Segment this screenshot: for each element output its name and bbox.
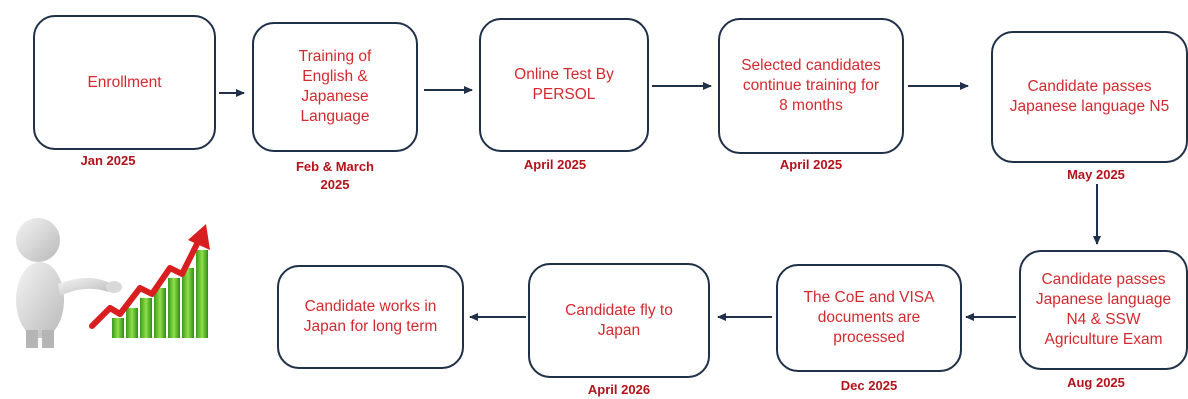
step-works-in-japan: Candidate works in Japan for long term — [277, 265, 464, 369]
step-online-test: Online Test By PERSOL — [479, 18, 649, 152]
date-coe-visa: Dec 2025 — [840, 378, 898, 393]
step-coe-visa-label: The CoE and VISA documents are processed — [803, 289, 935, 346]
step-enrollment-label: Enrollment — [87, 73, 162, 91]
date-selected-candidates: April 2025 — [779, 157, 843, 172]
date-passes-n4-ssw: Aug 2025 — [1067, 375, 1125, 390]
date-online-test: April 2025 — [523, 157, 587, 172]
presenter-growth-chart-icon — [16, 218, 210, 348]
step-online-test-label: Online Test By PERSOL — [514, 66, 614, 103]
step-enrollment: Enrollment — [33, 15, 216, 150]
step-coe-visa: The CoE and VISA documents are processed — [776, 264, 962, 372]
step-training: Training of English & Japanese Language — [252, 22, 418, 152]
date-training: Feb & March 2025 — [295, 159, 374, 192]
step-passes-n5-label: Candidate passes Japanese language N5 — [1009, 78, 1170, 115]
date-fly-to-japan: April 2026 — [587, 382, 651, 397]
step-selected-candidates: Selected candidates continue training fo… — [718, 18, 904, 154]
step-passes-n4-ssw-label: Candidate passes Japanese language N4 & … — [1035, 271, 1172, 348]
step-training-label: Training of English & Japanese Language — [298, 48, 372, 125]
step-works-in-japan-label: Candidate works in Japan for long term — [303, 298, 438, 335]
step-fly-to-japan: Candidate fly to Japan — [528, 263, 710, 378]
step-passes-n5: Candidate passes Japanese language N5 — [991, 31, 1188, 163]
date-enrollment: Jan 2025 — [80, 153, 136, 168]
date-passes-n5: May 2025 — [1067, 167, 1125, 182]
step-passes-n4-ssw: Candidate passes Japanese language N4 & … — [1019, 250, 1188, 370]
step-selected-candidates-label: Selected candidates continue training fo… — [741, 57, 881, 114]
step-fly-to-japan-label: Candidate fly to Japan — [565, 301, 673, 339]
